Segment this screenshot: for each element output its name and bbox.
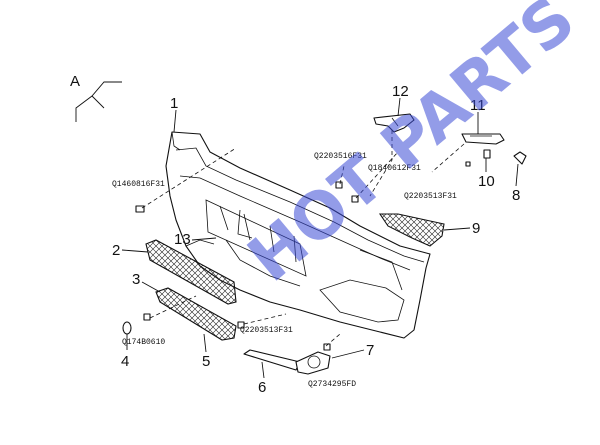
part-code-label: Q2203513F31 [404,192,457,201]
part-9-grille [378,213,445,247]
fasteners [135,181,359,351]
callout-2: 2 [112,242,120,259]
view-marker: A [70,73,122,122]
callout-12: 12 [392,83,409,100]
callout-9: 9 [472,220,480,237]
callout-11: 11 [470,97,486,114]
part-12-bracket [373,113,415,133]
callout-6: 6 [258,379,266,396]
part-codes: Q1460816F31 Q2203516F31 Q1840612F31 Q220… [112,152,457,389]
part-code-label: Q2203516F31 [314,152,367,161]
callout-3: 3 [132,271,140,288]
part-4-cap [122,321,132,335]
part-code-label: Q2734295FD [308,380,356,389]
part-5-grille [155,287,237,341]
part-11-bracket [461,133,505,145]
part-2-grille [145,239,237,305]
bumper-cover [165,131,431,339]
part-6-trim [243,349,301,371]
callout-13: 13 [174,231,191,248]
callout-5: 5 [202,353,210,370]
part-code-label: Q174B0610 [122,338,165,347]
view-marker-label: A [70,73,80,90]
part-8-clip [513,151,527,165]
callout-numbers: 1 2 3 4 5 6 7 8 9 10 11 12 13 [112,83,520,396]
callout-8: 8 [512,187,520,204]
part-code-label: Q1460816F31 [112,180,165,189]
part-code-label: Q2203513F31 [240,326,293,335]
callout-4: 4 [121,353,129,370]
part-10-clip [465,149,491,167]
leader-lines [121,97,519,379]
part-code-label: Q1840612F31 [368,164,421,173]
part-7-bezel [295,351,331,375]
callout-1: 1 [170,95,178,112]
callout-7: 7 [366,342,374,359]
callout-10: 10 [478,173,495,190]
assembly-lines [141,130,465,347]
